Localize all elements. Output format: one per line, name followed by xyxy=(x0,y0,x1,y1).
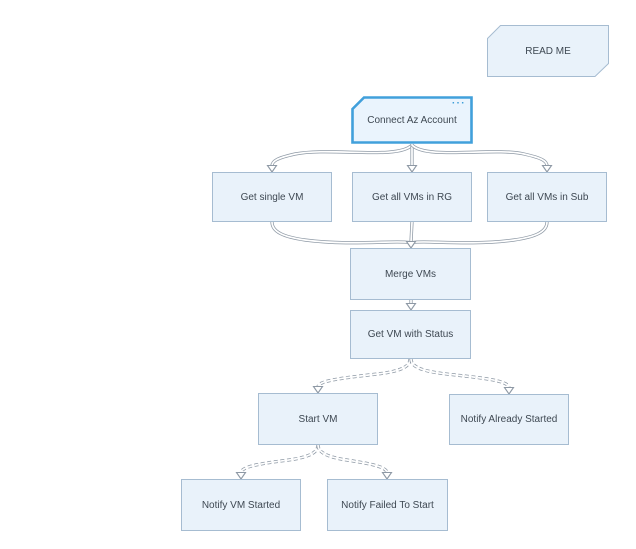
node-label: READ ME xyxy=(525,45,571,57)
node-get-single-vm[interactable]: Get single VM xyxy=(212,172,332,222)
node-notify-vm-started[interactable]: Notify VM Started xyxy=(181,479,301,531)
connector-get-all-vms-in-rg-to-merge-vms[interactable] xyxy=(405,221,417,249)
more-options-icon[interactable]: ⋯ xyxy=(451,94,466,110)
note-shape xyxy=(487,25,609,77)
node-connect-az-account[interactable]: Connect Az Account ⋯ xyxy=(351,94,473,144)
node-get-all-vms-in-sub[interactable]: Get all VMs in Sub xyxy=(487,172,607,222)
node-label: Get all VMs in Sub xyxy=(505,191,589,203)
node-merge-vms[interactable]: Merge VMs xyxy=(350,248,471,300)
node-label: Merge VMs xyxy=(384,268,437,280)
arrowhead-icon xyxy=(405,302,417,311)
connector-get-vm-with-status-to-start-vm[interactable] xyxy=(312,358,412,394)
node-label: Notify Already Started xyxy=(460,414,558,425)
node-notify-failed-to-start[interactable]: Notify Failed To Start xyxy=(327,479,448,531)
connector-connect-az-account-to-get-all-vms-in-sub[interactable] xyxy=(410,143,553,173)
connector-connect-az-account-to-get-single-vm[interactable] xyxy=(266,143,414,173)
connector-connect-az-account-to-get-all-vms-in-rg[interactable] xyxy=(406,145,418,173)
arrowhead-icon xyxy=(266,164,278,173)
arrowhead-icon xyxy=(405,240,417,249)
node-get-vm-with-status[interactable]: Get VM with Status xyxy=(350,310,471,359)
connector-start-vm-to-notify-vm-started[interactable] xyxy=(235,444,320,480)
connector-get-single-vm-to-merge-vms[interactable] xyxy=(270,221,410,245)
node-start-vm[interactable]: Start VM xyxy=(258,393,378,445)
arrowhead-icon xyxy=(541,164,553,173)
connector-merge-vms-to-get-vm-with-status[interactable] xyxy=(405,300,417,311)
arrowhead-icon xyxy=(406,164,418,173)
node-label: Notify Failed To Start xyxy=(341,499,434,511)
node-label: Notify VM Started xyxy=(201,499,281,511)
node-get-all-vms-in-rg[interactable]: Get all VMs in RG xyxy=(352,172,472,222)
arrowhead-icon xyxy=(381,471,393,480)
arrowhead-icon xyxy=(503,386,515,395)
node-label: Connect Az Account xyxy=(367,114,457,126)
node-label: Get single VM xyxy=(240,191,304,203)
arrowhead-icon xyxy=(312,385,324,394)
connector-start-vm-to-notify-failed-to-start[interactable] xyxy=(316,444,393,480)
node-label: Get VM with Status xyxy=(367,329,454,340)
node-read-me[interactable]: READ ME xyxy=(487,25,609,77)
selected-node-shape xyxy=(351,96,473,144)
node-label: Start VM xyxy=(298,413,338,425)
node-notify-already-started[interactable]: Notify Already Started xyxy=(449,394,569,445)
arrowhead-icon xyxy=(235,471,247,480)
connector-get-vm-with-status-to-notify-already-started[interactable] xyxy=(409,358,515,395)
connector-get-all-vms-in-sub-to-merge-vms[interactable] xyxy=(412,221,549,245)
node-label: Get all VMs in RG xyxy=(371,191,453,203)
